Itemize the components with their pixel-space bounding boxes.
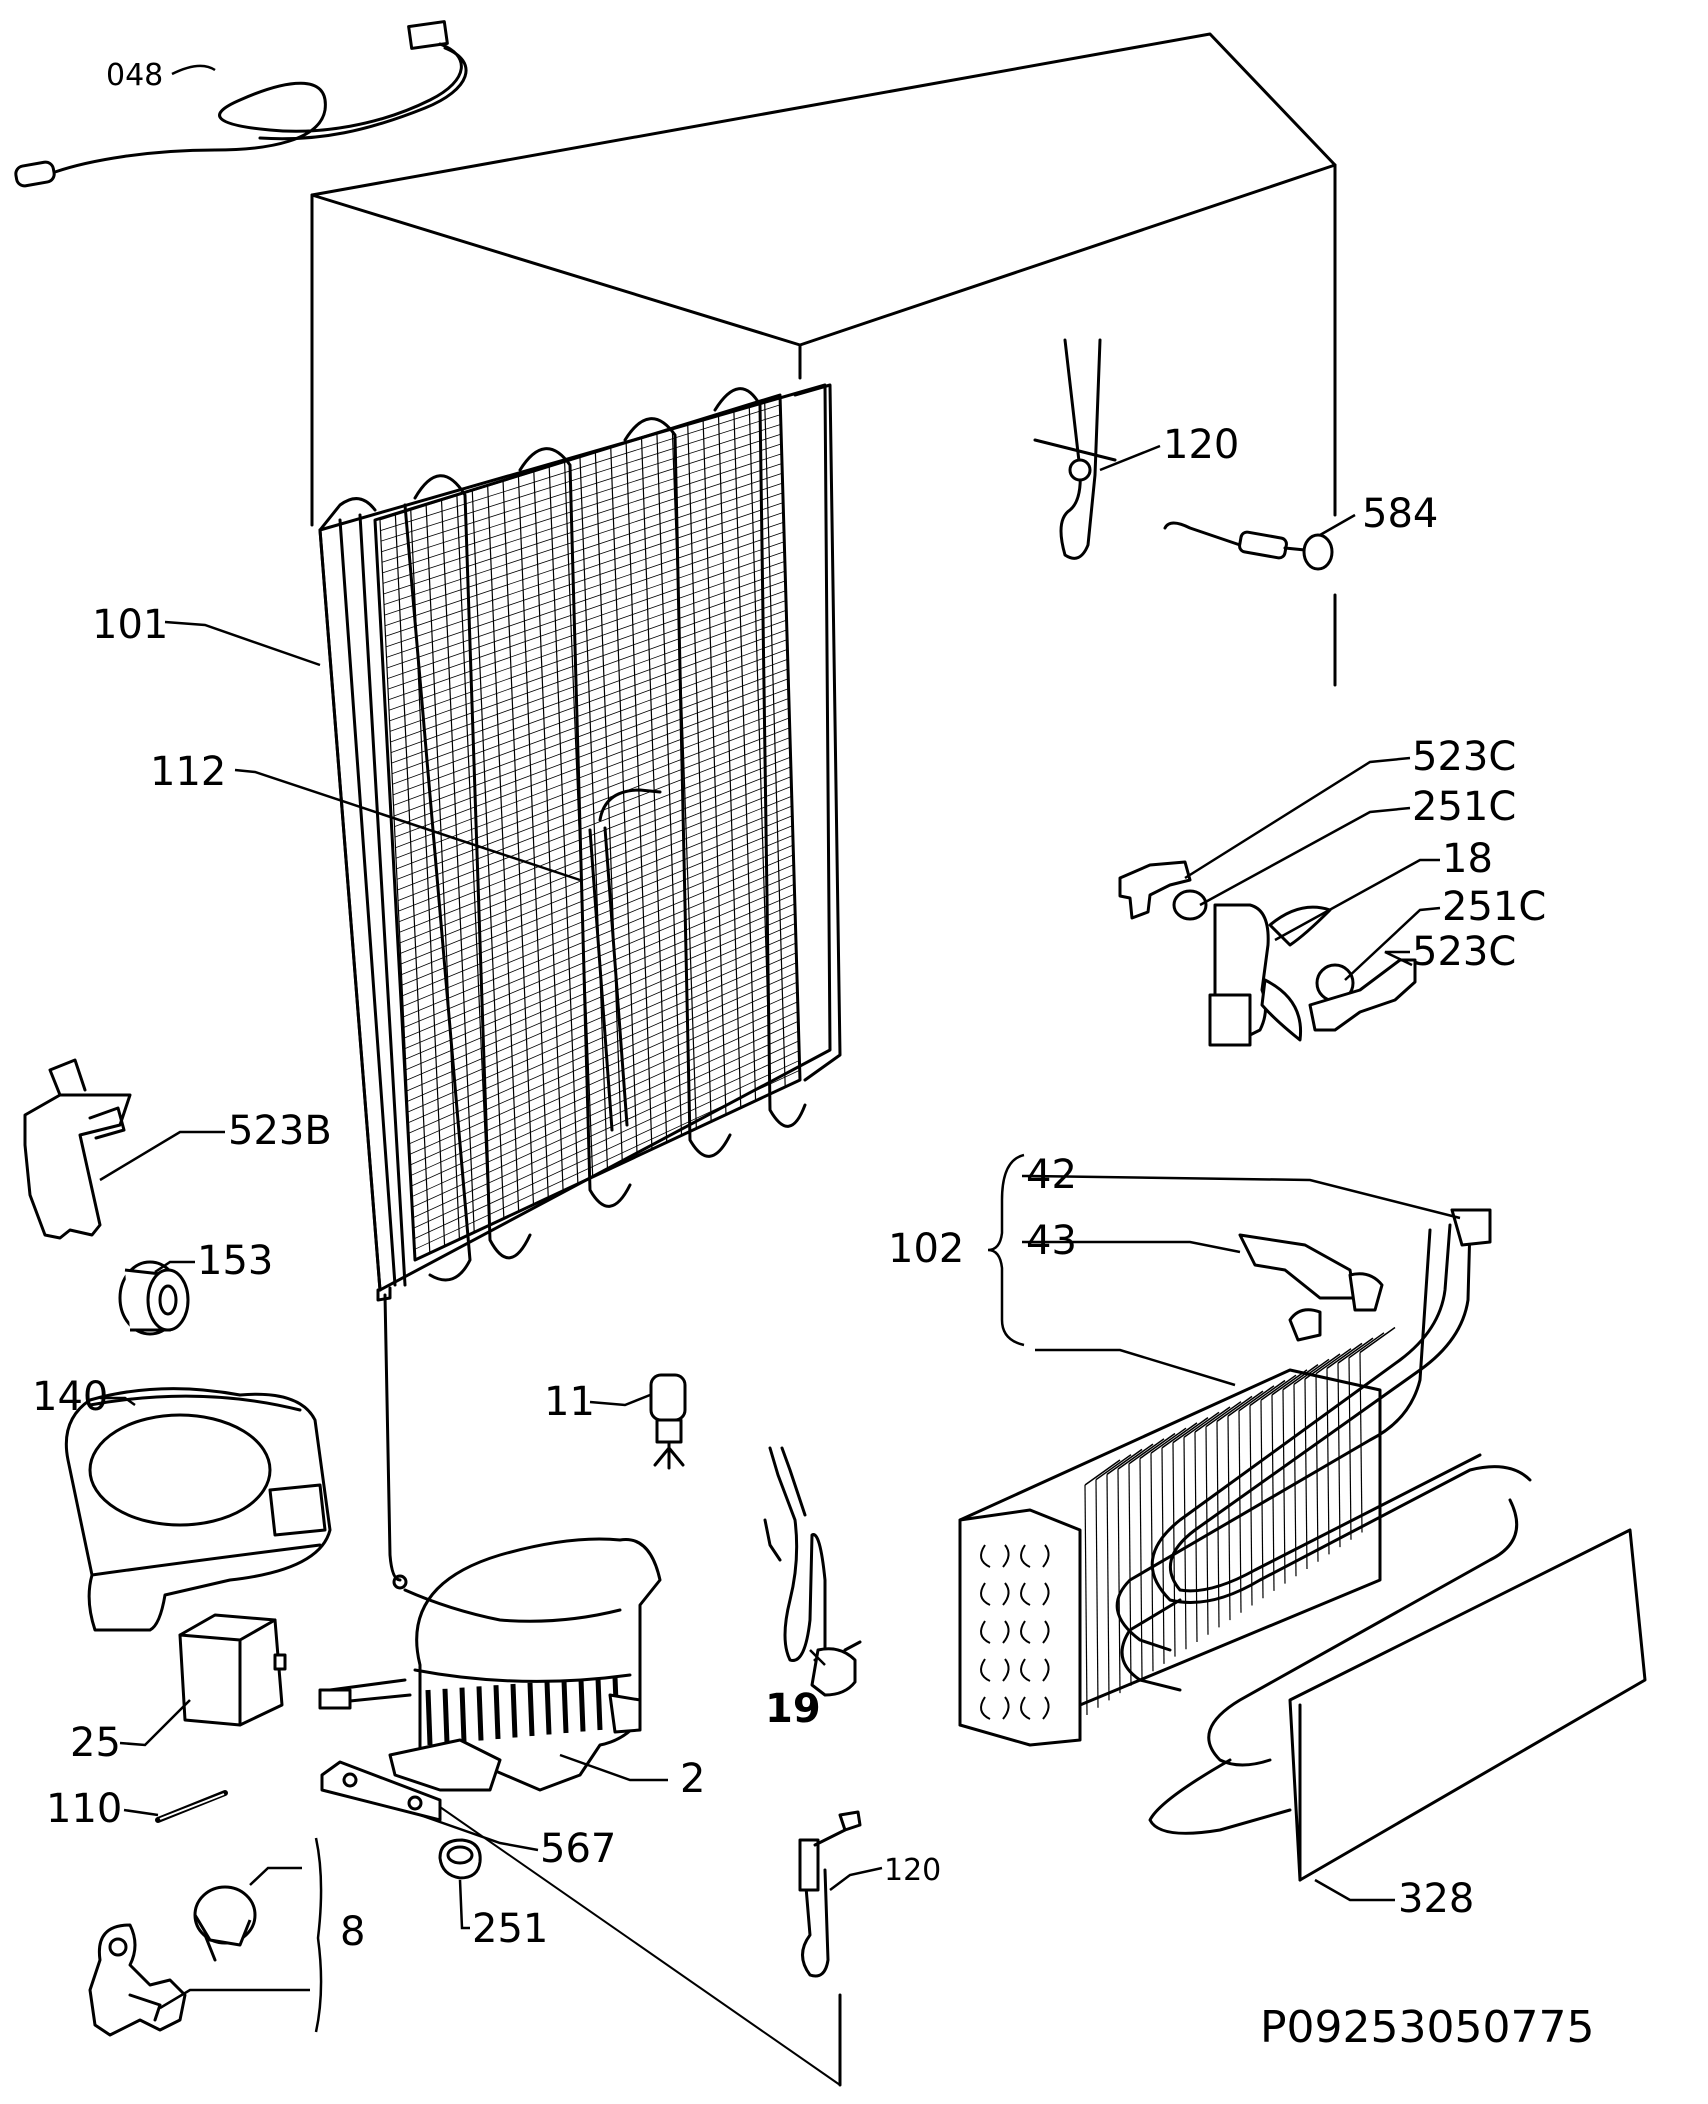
thermal-fuse-bottom-part: [798, 1810, 862, 1978]
label-102: 102: [888, 1226, 964, 1272]
label-523c-1: 523C: [1412, 734, 1516, 780]
evaporator-tube-holes: [980, 1544, 1050, 1720]
fan-assembly-part: [1118, 860, 1417, 1047]
label-523b: 523B: [228, 1108, 332, 1154]
label-523c-2: 523C: [1412, 929, 1516, 975]
grommet-251-part: [438, 1838, 482, 1880]
label-43: 43: [1026, 1218, 1077, 1264]
label-19: 19: [765, 1686, 821, 1732]
label-2: 2: [680, 1756, 705, 1802]
part-labels: 048 101 112 120 584 523C 251C 18 251C 52…: [32, 58, 1594, 2053]
label-101: 101: [92, 602, 168, 648]
pin-110-part: [155, 1790, 228, 1823]
label-584: 584: [1362, 491, 1438, 537]
condenser-fins-hatch: [379, 394, 801, 1261]
drip-tray-part: [64, 1387, 332, 1632]
label-251c-1: 251C: [1412, 784, 1516, 830]
label-567: 567: [540, 1826, 616, 1872]
label-120-top: 120: [1163, 422, 1239, 468]
label-18: 18: [1442, 836, 1493, 882]
sensor-cable-part: [14, 20, 468, 188]
thermal-fuse-top-part: [1033, 338, 1117, 560]
relay-box-part: [178, 1613, 287, 1727]
solenoid-11-part: [649, 1373, 687, 1470]
grommet-153-part: [118, 1260, 190, 1336]
sensor-584-part: [1163, 521, 1334, 571]
label-140: 140: [32, 1374, 108, 1420]
leader-lines: [99, 64, 1461, 2033]
cabinet-outline: [310, 32, 1337, 2087]
label-11: 11: [544, 1379, 595, 1425]
label-153: 153: [197, 1238, 273, 1284]
clip-523b-part: [23, 1058, 132, 1240]
label-328: 328: [1398, 1876, 1474, 1922]
label-048: 048: [106, 58, 163, 93]
power-cable-part: [763, 1446, 862, 1697]
label-42: 42: [1026, 1152, 1077, 1198]
label-8: 8: [340, 1909, 365, 1955]
label-25: 25: [70, 1720, 121, 1766]
mounting-plate-part: [320, 1760, 442, 1822]
label-110: 110: [46, 1786, 122, 1832]
evaporator-cover-part: [1288, 1528, 1647, 1882]
label-251c-2: 251C: [1442, 884, 1546, 930]
evaporator-part: [958, 1208, 1532, 1835]
label-120-bottom: 120: [884, 1853, 941, 1888]
evaporator-fins: [1084, 1326, 1396, 1716]
label-251: 251: [472, 1906, 548, 1952]
label-112: 112: [150, 749, 226, 795]
starter-relay-part: [88, 1885, 257, 2037]
drawing-code: P09253050775: [1260, 2002, 1594, 2053]
condenser-part: [318, 383, 842, 1590]
compressor-part: [318, 1537, 662, 1792]
